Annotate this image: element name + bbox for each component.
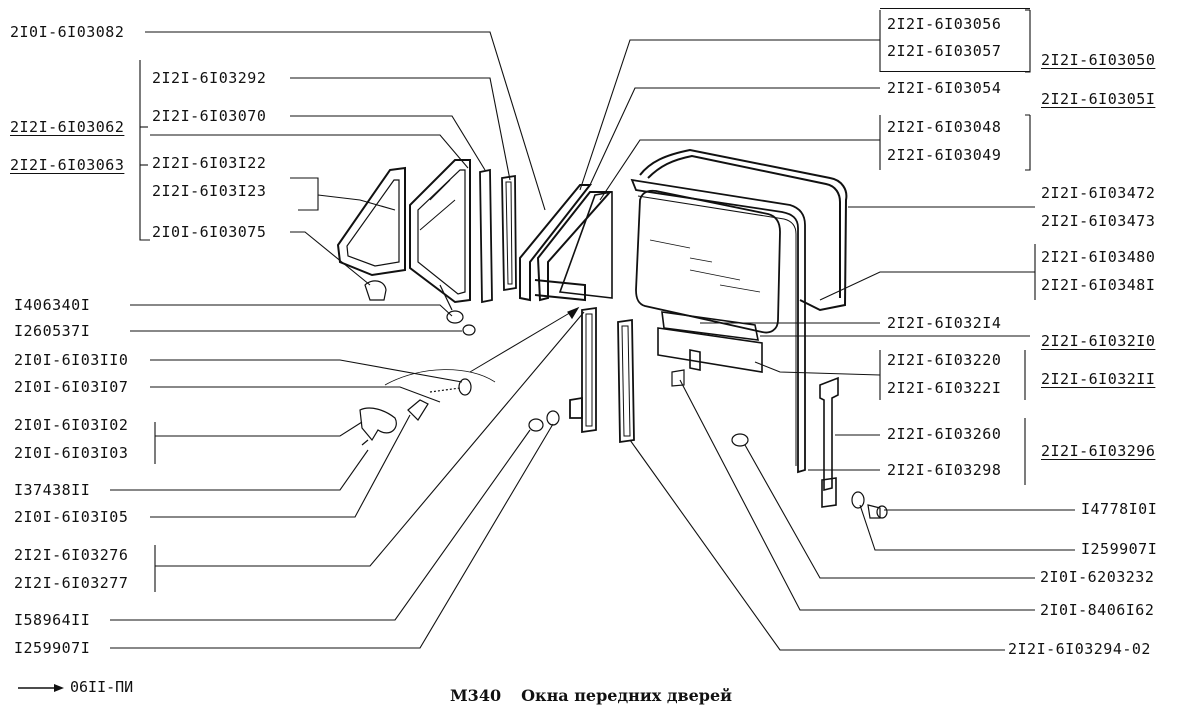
part-label: 2I2I-6I03294-02 xyxy=(1008,640,1151,658)
door-glass-seal-inner xyxy=(630,178,806,474)
part-label: 2I2I-6I03048 xyxy=(887,118,1002,136)
part-label: 2I2I-6I03472 xyxy=(1041,184,1156,202)
part-label: I406340I xyxy=(14,296,91,314)
part-label: I259907I xyxy=(14,639,91,657)
part-label: 2I2I-6I03062 xyxy=(10,118,125,136)
leader-lines-left xyxy=(110,31,585,649)
part-label: 2I2I-6I03296 xyxy=(1041,442,1156,460)
part-label: 2I2I-6I03050 xyxy=(1041,51,1156,69)
vent-window-glass-frame xyxy=(409,159,471,304)
part-label: 2I2I-6I03070 xyxy=(152,107,267,125)
quarter-glass xyxy=(558,191,613,299)
assembly-arc xyxy=(384,369,496,386)
rear-bracket xyxy=(819,376,839,508)
door-glass-seal-outer xyxy=(639,148,848,312)
part-label: 2I2I-6I032I4 xyxy=(887,314,1002,332)
nut-washer xyxy=(528,410,560,432)
reference-code: 06II-ПИ xyxy=(70,678,134,696)
caption-title: Окна передних дверей xyxy=(521,686,733,705)
assembly-arrow xyxy=(469,307,579,373)
part-label: I259907I xyxy=(1081,540,1158,558)
part-label: 2I2I-6I03292 xyxy=(152,69,267,87)
part-label: I37438II xyxy=(14,481,91,499)
vent-window-frame xyxy=(336,166,406,277)
part-label: 2I0I-6I03I05 xyxy=(14,508,129,526)
part-label: 2I0I-8406I62 xyxy=(1040,601,1155,619)
front-guide-rail xyxy=(569,306,597,434)
part-label: I260537I xyxy=(14,322,91,340)
part-label: 2I2I-6I03I23 xyxy=(152,182,267,200)
part-label: I4778I0I xyxy=(1081,500,1158,518)
caption-code: M340 xyxy=(449,686,502,705)
hinge-bracket xyxy=(364,280,476,336)
part-label: 2I0I-6I03II0 xyxy=(14,351,129,369)
part-label: 2I2I-6I0322I xyxy=(887,379,1002,397)
part-label: 2I2I-6I03473 xyxy=(1041,212,1156,230)
diagram-caption: M340 Окна передних дверей xyxy=(0,686,1182,705)
part-label: 2I2I-6I03054 xyxy=(887,79,1002,97)
door-glass xyxy=(635,189,781,334)
part-label: 2I2I-6I03277 xyxy=(14,574,129,592)
part-label: 2I2I-6I03276 xyxy=(14,546,129,564)
part-label: 2I2I-6I03I22 xyxy=(152,154,267,172)
part-label: 2I0I-6I03I03 xyxy=(14,444,129,462)
small-fasteners-right xyxy=(671,369,888,519)
part-label: 2I2I-6I03298 xyxy=(887,461,1002,479)
part-label: 2I0I-6203232 xyxy=(1040,568,1155,586)
leader-lines-right xyxy=(579,9,1075,651)
glass-run-channel xyxy=(519,184,613,302)
part-label: 2I2I-6I03049 xyxy=(887,146,1002,164)
part-label: 2I2I-6I03260 xyxy=(887,425,1002,443)
part-label: 2I2I-6I032I0 xyxy=(1041,332,1156,350)
part-label: 2I2I-6I03057 xyxy=(887,42,1002,60)
bracket-right-top xyxy=(880,8,1030,72)
vent-handle-parts xyxy=(359,378,472,446)
part-label: I58964II xyxy=(14,611,91,629)
part-label: 2I0I-6I03075 xyxy=(152,223,267,241)
glass-lift-channel xyxy=(657,311,763,373)
vent-seal-strips xyxy=(479,168,517,304)
part-label: 2I2I-6I03480 xyxy=(1041,248,1156,266)
part-label: 2I2I-6I0348I xyxy=(1041,276,1156,294)
part-label: 2I2I-6I03220 xyxy=(887,351,1002,369)
part-label: 2I0I-6I03082 xyxy=(10,23,125,41)
rear-guide-rail xyxy=(617,318,635,444)
part-label: 2I2I-6I03063 xyxy=(10,156,125,174)
part-label: 2I2I-6I03056 xyxy=(887,15,1002,33)
part-label: 2I2I-6I0305I xyxy=(1041,90,1156,108)
part-label: 2I2I-6I032II xyxy=(1041,370,1156,388)
part-label: 2I0I-6I03I02 xyxy=(14,416,129,434)
part-label: 2I0I-6I03I07 xyxy=(14,378,129,396)
